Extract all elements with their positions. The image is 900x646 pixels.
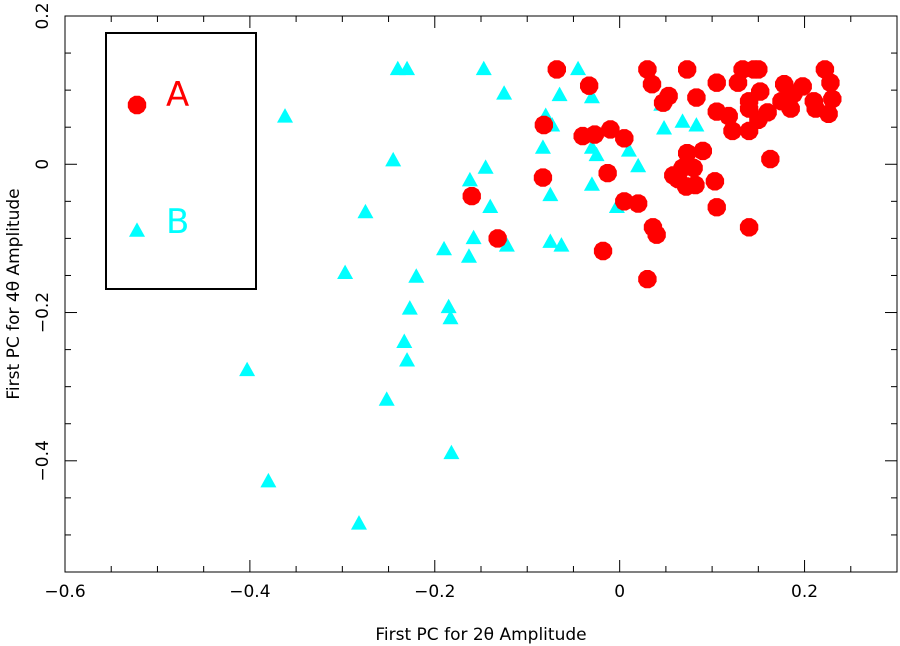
data-point-b: [436, 240, 453, 256]
y-tick-label: 0.2: [33, 2, 53, 29]
data-point-a: [687, 88, 706, 107]
data-point-b: [688, 117, 705, 132]
data-point-b: [498, 237, 515, 252]
data-point-a: [707, 73, 726, 92]
data-point-b: [534, 139, 551, 154]
data-point-b: [442, 309, 459, 325]
data-point-a: [629, 194, 648, 213]
axes: −0.6 −0.4 −0.2 0 0.2 −0.4 −0.2 0 0.2: [33, 2, 898, 602]
data-point-b: [440, 298, 457, 314]
data-point-a: [615, 192, 634, 211]
data-point-a: [819, 104, 838, 123]
data-point-a: [638, 60, 657, 79]
data-point-b: [443, 444, 460, 460]
legend-label-b: B: [166, 202, 189, 242]
legend-marker-b: [129, 222, 145, 237]
data-point-a: [793, 77, 812, 96]
data-point-b: [239, 361, 256, 377]
data-point-a: [781, 99, 800, 118]
data-point-b: [408, 268, 425, 283]
data-point-b: [583, 176, 600, 191]
legend-label-a: A: [166, 75, 189, 115]
plot-frame: [64, 15, 898, 573]
data-point-a: [758, 103, 777, 122]
data-point-b: [461, 171, 478, 187]
data-point-b: [378, 391, 395, 406]
series-a-points: [462, 60, 842, 289]
x-tick-label: 0.2: [791, 582, 818, 602]
y-tick-label: 0: [33, 159, 53, 170]
data-point-b: [401, 300, 418, 315]
data-point-b: [542, 233, 559, 248]
data-point-b: [396, 333, 413, 348]
data-point-b: [477, 159, 494, 174]
data-point-a: [598, 164, 617, 183]
data-point-a: [678, 144, 697, 163]
data-point-b: [583, 88, 600, 104]
series-b-points: [239, 60, 705, 530]
data-point-b: [551, 86, 568, 102]
data-point-a: [739, 218, 759, 237]
data-point-a: [580, 76, 599, 95]
data-point-a: [638, 270, 657, 289]
data-point-b: [460, 248, 477, 263]
legend-marker-a: [127, 95, 147, 115]
data-point-b: [385, 151, 402, 167]
data-point-b: [482, 198, 499, 214]
data-point-b: [620, 142, 637, 157]
data-point-b: [553, 237, 570, 252]
x-axis-title: First PC for 2θ Amplitude: [375, 625, 586, 645]
data-point-b: [588, 146, 605, 162]
data-point-b: [465, 229, 482, 245]
data-point-a: [547, 60, 566, 79]
data-point-a: [686, 175, 705, 195]
data-point-a: [653, 93, 673, 112]
data-point-a: [533, 168, 553, 187]
data-point-a: [642, 75, 662, 94]
data-point-b: [277, 108, 294, 123]
data-point-a: [719, 106, 738, 126]
data-point-b: [350, 515, 367, 530]
data-point-a: [749, 60, 768, 79]
data-point-a: [593, 241, 613, 261]
x-tick-label: −0.4: [229, 582, 270, 602]
data-point-a: [678, 60, 697, 79]
data-point-b: [337, 264, 354, 280]
data-point-a: [693, 141, 712, 161]
data-point-a: [707, 198, 726, 217]
data-point-a: [585, 125, 604, 144]
legend-box: [105, 32, 257, 290]
data-point-a: [534, 115, 553, 135]
data-point-b: [496, 85, 513, 100]
data-point-a: [488, 229, 507, 248]
data-point-a: [647, 225, 666, 244]
data-point-b: [399, 352, 416, 367]
x-tick-label: −0.2: [414, 582, 455, 602]
data-point-a: [821, 73, 840, 92]
data-point-a: [601, 120, 620, 139]
data-point-b: [542, 186, 559, 202]
data-point-b: [357, 203, 374, 219]
data-point-a: [761, 149, 780, 169]
data-point-a: [684, 158, 703, 178]
data-point-a: [462, 187, 481, 206]
data-point-b: [656, 120, 673, 135]
data-point-b: [260, 472, 277, 488]
data-point-b: [399, 60, 416, 76]
data-point-b: [475, 60, 492, 76]
data-point-b: [570, 60, 587, 76]
data-point-b: [630, 157, 647, 173]
data-point-b: [674, 113, 691, 128]
legend: A B: [105, 32, 257, 290]
data-point-a: [705, 172, 725, 191]
x-tick-label: 0: [614, 582, 625, 602]
y-tick-label: −0.4: [33, 440, 53, 481]
y-tick-label: −0.2: [33, 292, 53, 333]
y-axis-title: First PC for 4θ Amplitude: [4, 188, 24, 399]
x-tick-label: −0.6: [44, 582, 85, 602]
data-point-a: [723, 121, 742, 141]
data-point-a: [823, 89, 842, 109]
data-point-a: [615, 129, 634, 148]
